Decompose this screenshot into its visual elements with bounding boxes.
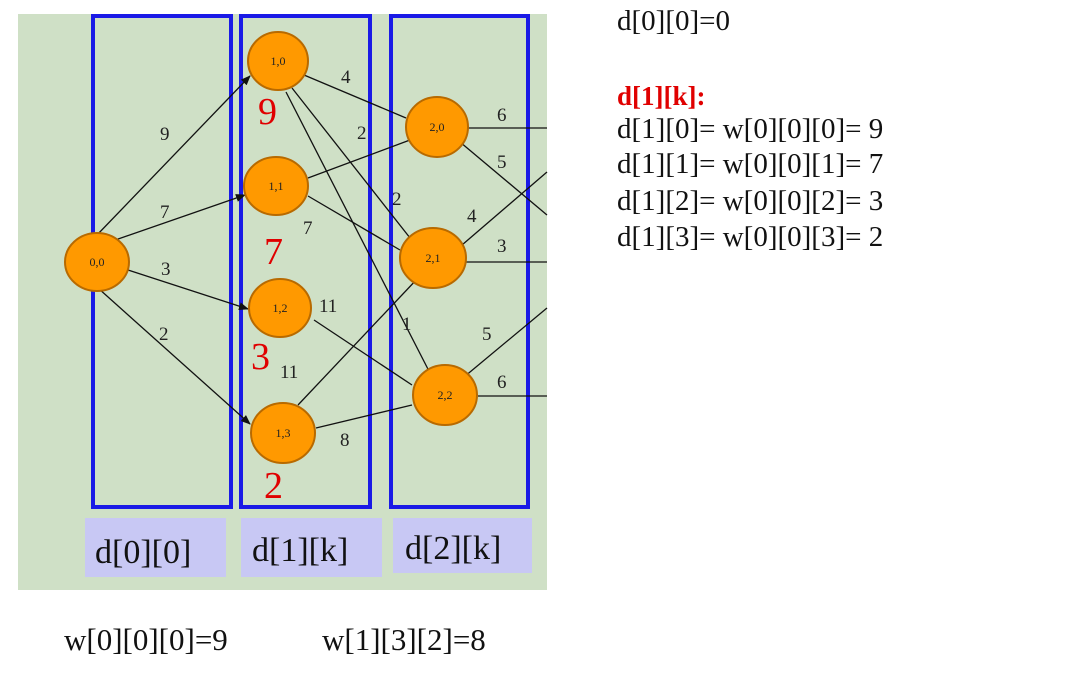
initial-condition: d[0][0]=0: [617, 5, 730, 37]
weight-label: 7: [303, 218, 313, 239]
d1-value: 2: [264, 465, 283, 507]
d1-line: d[1][3]= w[0][0][3]= 2: [617, 221, 883, 253]
d1-line: d[1][0]= w[0][0][0]= 9: [617, 113, 883, 145]
weight-label: 5: [482, 324, 492, 345]
node-2-0: [405, 96, 469, 158]
edge-00-12: [127, 269, 249, 311]
d1-header: d[1][k]:: [617, 81, 706, 111]
node-label: 1,0: [271, 54, 286, 68]
node-label: 1,1: [269, 179, 284, 193]
d1-value: 9: [258, 91, 277, 133]
weight-label: 6: [497, 105, 507, 126]
edge-11-20: [307, 139, 411, 179]
d1-value: 3: [251, 336, 270, 378]
node-label: 2,2: [438, 388, 453, 402]
edge-11-21: [307, 195, 401, 251]
node-label: 2,1: [426, 251, 441, 265]
weight-label: 3: [497, 236, 507, 257]
node-label: 2,0: [430, 120, 445, 134]
weight-label: 11: [319, 296, 337, 317]
column-label-d1: d[1][k]: [252, 532, 348, 569]
edge-12-22: [313, 319, 413, 386]
edge-13-22: [315, 404, 413, 429]
equation-w000: w[0][0][0]=9: [64, 622, 228, 657]
node-2-2: [412, 364, 478, 426]
edge-00-13: [97, 287, 251, 425]
column-frame-d1: [239, 14, 372, 509]
edge-22-out0: [463, 307, 548, 378]
edge-00-11: [97, 194, 246, 247]
edge-10-22: [285, 91, 432, 376]
d1-line: d[1][2]= w[0][0][2]= 3: [617, 185, 883, 217]
edge-00-10: [95, 75, 251, 237]
column-label-box: [241, 518, 382, 577]
column-label-box: [85, 518, 226, 577]
weight-label: 7: [160, 202, 170, 223]
weight-label: 2: [392, 189, 402, 210]
weight-label: 2: [357, 123, 367, 144]
weight-label: 4: [341, 67, 351, 88]
edge-13-21: [297, 277, 419, 406]
node-1-0: [247, 31, 309, 91]
weight-label: 4: [467, 206, 477, 227]
node-1-2: [248, 278, 312, 338]
d1-line: d[1][1]= w[0][0][1]= 7: [617, 148, 883, 180]
node-2-1: [399, 227, 467, 289]
weight-label: 8: [340, 430, 350, 451]
edge-21-out0: [461, 171, 548, 246]
column-label-d2: d[2][k]: [405, 530, 501, 567]
weight-label: 2: [159, 324, 169, 345]
weight-label: 1: [402, 314, 412, 335]
d1-value: 7: [264, 231, 283, 273]
column-label-box: [393, 518, 532, 573]
weight-label: 6: [497, 372, 507, 393]
edge-10-20: [303, 74, 407, 119]
weight-label: 11: [280, 362, 298, 383]
edge-10-21: [291, 87, 415, 244]
equation-w132: w[1][3][2]=8: [322, 622, 486, 657]
node-label: 1,3: [276, 426, 291, 440]
node-0-0: [64, 232, 130, 292]
weight-label: 3: [161, 259, 171, 280]
column-label-d0: d[0][0]: [95, 534, 191, 571]
weight-label: 9: [160, 124, 170, 145]
node-label: 1,2: [273, 301, 288, 315]
edge-20-out2: [459, 141, 548, 216]
weight-label: 5: [497, 152, 507, 173]
node-1-3: [250, 402, 316, 464]
node-label: 0,0: [90, 255, 105, 269]
node-1-1: [243, 156, 309, 216]
